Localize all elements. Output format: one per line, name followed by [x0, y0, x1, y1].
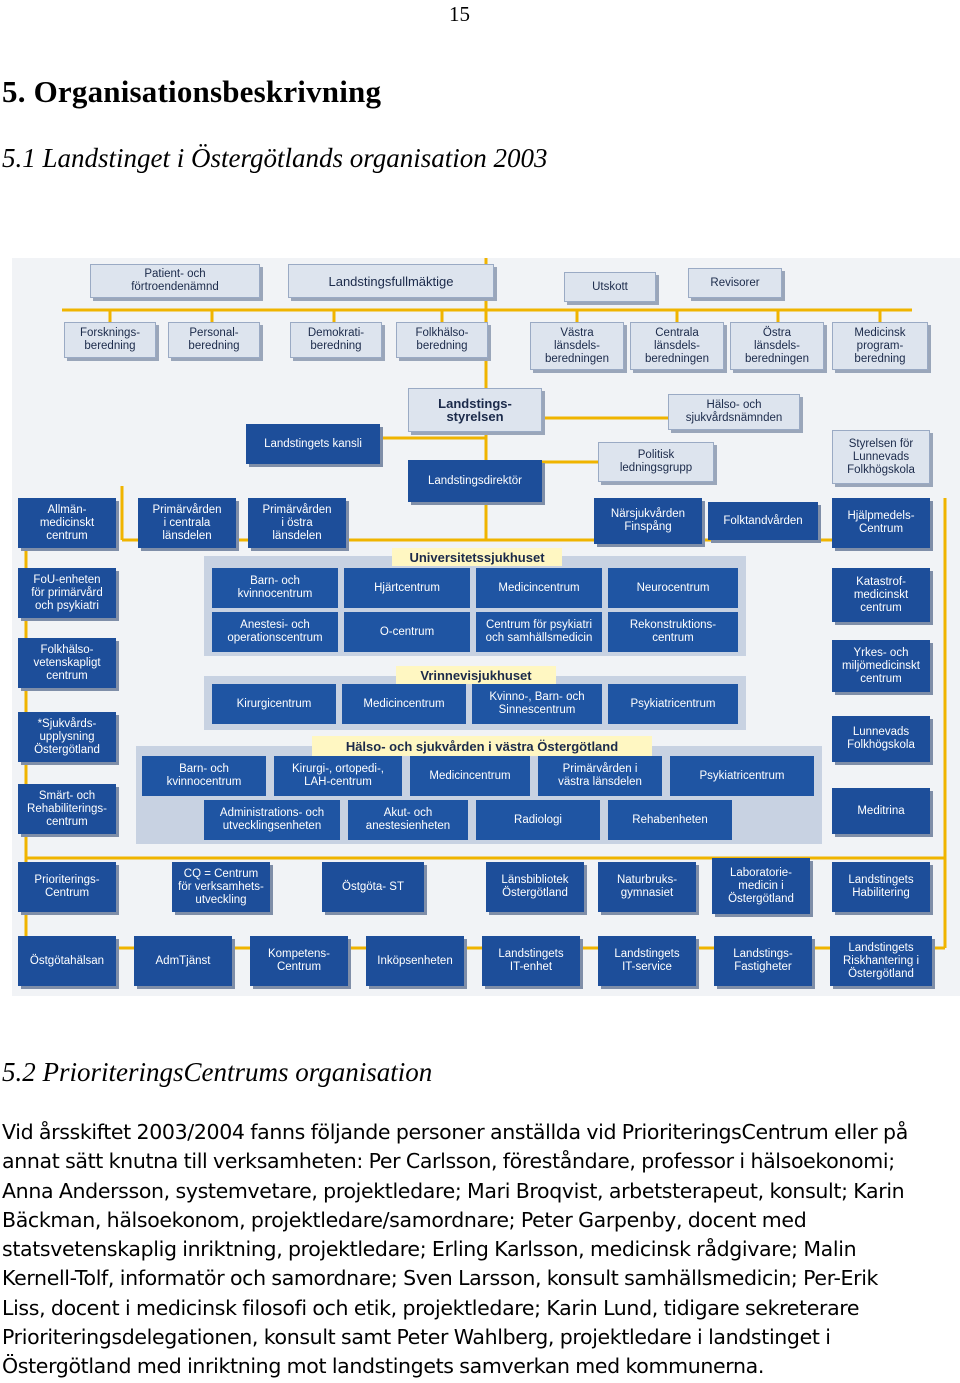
paragraph-line: statsvetenskaplig inriktning, projektled…	[2, 1237, 857, 1262]
landstingets-kansli-box: Landstingets kansli	[246, 424, 380, 464]
bottom-unit-box: Östgöta- ST	[322, 862, 424, 912]
beredning-box: Östra länsdels- beredningen	[730, 322, 824, 370]
universitetssjukhuset-title: Universitetssjukhuset	[392, 548, 562, 566]
beredning-box: Medicinsk program- beredning	[832, 322, 928, 370]
beredning-box: Folkhälso- beredning	[396, 322, 488, 358]
vast-unit-box: Kirurgi-, ortopedi-, LAH-centrum	[274, 756, 402, 796]
us-unit-box: Barn- och kvinnocentrum	[212, 568, 338, 608]
politisk-ledningsgrupp-box: Politisk ledningsgrupp	[598, 442, 714, 482]
bottom-unit-box: Landstingets IT-enhet	[482, 936, 580, 986]
staff-paragraph: Vid årsskiftet 2003/2004 fanns följande …	[2, 1118, 947, 1382]
paragraph-line: Bäckman, hälsoekonom, projektledare/samo…	[2, 1207, 807, 1232]
bottom-unit-box: Kompetens- Centrum	[250, 936, 348, 986]
vrinnevisjukhuset-title: Vrinnevisjukhuset	[396, 666, 556, 684]
bottom-unit-box: Landstingets Habilitering	[832, 862, 930, 912]
vr-unit-box: Medicincentrum	[342, 684, 466, 724]
subsection-heading-prioriteringscentrum: 5.2 PrioriteringsCentrums organisation	[2, 1057, 433, 1087]
vr-unit-box: Kirurgicentrum	[212, 684, 336, 724]
utskott-box: Utskott	[564, 272, 656, 302]
landstingsfullmaktige-box: Landstingsfullmäktige	[288, 264, 494, 298]
left-unit-box: Smärt- och Rehabiliterings- centrum	[18, 784, 116, 834]
right-unit-box: Meditrina	[832, 788, 930, 834]
us-unit-box: Medicincentrum	[476, 568, 602, 608]
page-number: 15	[449, 2, 470, 26]
paragraph-line: Prioriteringsdelegationen, konsult samt …	[2, 1325, 831, 1350]
section-heading: 5. Organisationsbeskrivning	[2, 74, 382, 109]
vast-unit-box: Medicincentrum	[410, 756, 530, 796]
right-unit-box: Lunnevads Folkhögskola	[832, 716, 930, 762]
us-unit-box: Hjärtcentrum	[344, 568, 470, 608]
landstingsstyrelsen-box: Landstings- styrelsen	[408, 388, 542, 432]
paragraph-line: Kernell-Tolf, informatör och samordnare;…	[2, 1266, 879, 1291]
left-unit-box: Folkhälso- vetenskapligt centrum	[18, 638, 116, 688]
right-unit-box: Yrkes- och miljömedicinskt centrum	[832, 640, 930, 692]
primarvarden-ostra-box: Primärvården i östra länsdelen	[248, 498, 346, 548]
primarvarden-centrala-box: Primärvården i centrala länsdelen	[138, 498, 236, 548]
narsjukvarden-box: Närsjukvården Finspång	[594, 498, 702, 544]
paragraph-line: Anna Andersson, systemvetare, projektled…	[2, 1178, 905, 1203]
vr-unit-box: Psykiatricentrum	[608, 684, 738, 724]
subsection-heading: 5.1 Landstinget i Östergötlands organisa…	[2, 143, 548, 173]
left-unit-box: Allmän- medicinskt centrum	[18, 498, 116, 548]
vast-unit-box: Psykiatricentrum	[670, 756, 814, 796]
right-unit-box: Hjälpmedels- Centrum	[832, 498, 930, 548]
left-unit-box: FoU-enheten för primärvård och psykiatri	[18, 568, 116, 618]
paragraph-line: annat sätt knutna till verksamheten: Per…	[2, 1149, 895, 1174]
halso-sjukvardsnamnden-box: Hälso- och sjukvårdsnämnden	[668, 394, 800, 430]
vast-unit-box: Akut- och anestesienheten	[348, 800, 468, 840]
bottom-unit-box: Inköpsenheten	[366, 936, 464, 986]
bottom-unit-box: Laboratorie- medicin i Östergötland	[712, 858, 810, 914]
bottom-unit-box: Landstings- Fastigheter	[714, 936, 812, 986]
left-unit-box: *Sjukvårds- upplysning Östergötland	[18, 712, 116, 762]
beredning-box: Västra länsdels- beredningen	[530, 322, 624, 370]
paragraph-line: Östergötland med inriktning mot landstin…	[2, 1354, 764, 1379]
bottom-unit-box: Landstingets IT-service	[598, 936, 696, 986]
patient-namnd-box: Patient- och förtroendenämnd	[90, 264, 260, 298]
revisorer-box: Revisorer	[688, 268, 782, 298]
right-unit-box: Katastrof- medicinskt centrum	[832, 568, 930, 622]
bottom-unit-box: Naturbruks- gymnasiet	[598, 862, 696, 912]
vr-unit-box: Kvinno-, Barn- och Sinnescentrum	[472, 684, 602, 724]
beredning-box: Personal- beredning	[168, 322, 260, 358]
vast-unit-box: Radiologi	[476, 800, 600, 840]
bottom-unit-box: CQ = Centrum för verksamhets- utveckling	[172, 862, 270, 912]
bottom-unit-box: AdmTjänst	[134, 936, 232, 986]
vast-unit-box: Rehabenheten	[608, 800, 732, 840]
us-unit-box: Centrum för psykiatri och samhällsmedici…	[476, 612, 602, 652]
org-chart: Patient- och förtroendenämnd Landstingsf…	[12, 258, 960, 996]
bottom-unit-box: Landstingets Riskhantering i Östergötlan…	[830, 936, 932, 986]
beredning-box: Demokrati- beredning	[290, 322, 382, 358]
paragraph-line: Liss, docent i medicinsk filosofi och et…	[2, 1295, 860, 1320]
us-unit-box: Rekonstruktions- centrum	[608, 612, 738, 652]
vast-unit-box: Primärvården i västra länsdelen	[538, 756, 662, 796]
styrelsen-folkhogskola-box: Styrelsen för Lunnevads Folkhögskola	[832, 430, 930, 484]
vastra-ostergotland-title: Hälso- och sjukvården i västra Östergötl…	[312, 736, 652, 756]
landstingsdirektor-box: Landstingsdirektör	[408, 460, 542, 502]
folktandvarden-box: Folktandvården	[708, 502, 818, 540]
vast-unit-box: Administrations- och utvecklingsenheten	[204, 800, 340, 840]
us-unit-box: O-centrum	[344, 612, 470, 652]
beredning-box: Centrala länsdels- beredningen	[630, 322, 724, 370]
bottom-unit-box: Prioriterings- Centrum	[18, 862, 116, 912]
bottom-unit-box: Länsbibliotek Östergötland	[486, 862, 584, 912]
us-unit-box: Neurocentrum	[608, 568, 738, 608]
us-unit-box: Anestesi- och operationscentrum	[212, 612, 338, 652]
paragraph-line: Vid årsskiftet 2003/2004 fanns följande …	[2, 1120, 908, 1144]
vast-unit-box: Barn- och kvinnocentrum	[142, 756, 266, 796]
bottom-unit-box: Östgötahälsan	[18, 936, 116, 986]
beredning-box: Forsknings- beredning	[64, 322, 156, 358]
